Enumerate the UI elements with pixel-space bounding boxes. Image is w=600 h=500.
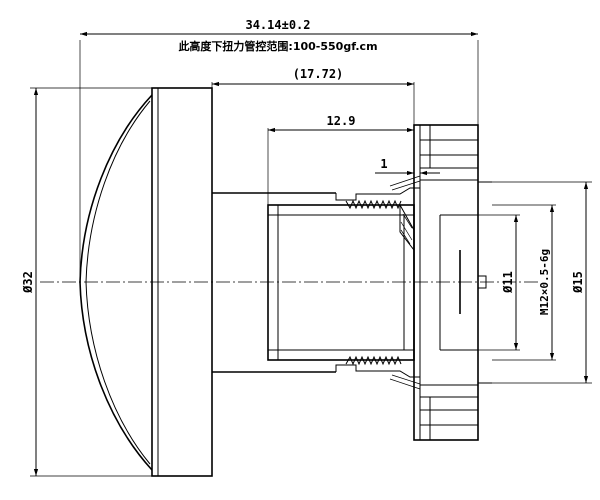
main-body [212, 192, 415, 373]
dimension-step: 1 [375, 157, 440, 188]
thread-spec-label: M12×0.5-6g [538, 249, 551, 315]
front-barrel [151, 87, 213, 477]
dimension-thread-spec: M12×0.5-6g [492, 204, 556, 361]
front-lens-dome [79, 94, 153, 471]
outer-diameter-label: Ø32 [21, 271, 35, 294]
step-label: 1 [380, 157, 387, 171]
flange-diameter-label: Ø15 [571, 271, 585, 294]
dimension-flange-diameter: Ø15 [492, 181, 592, 384]
dimension-ref-length: (17.72) [211, 67, 415, 193]
rear-flange [413, 124, 492, 441]
dimension-outer-diameter: Ø32 [21, 87, 152, 477]
dimension-overall-length: 34.14±0.2 此高度下扭力管控范围:100-550gf.cm [79, 18, 479, 282]
dimension-inner-diameter: Ø11 [478, 214, 520, 351]
thread-length-label: 12.9 [327, 114, 356, 128]
torque-note-label: 此高度下扭力管控范围:100-550gf.cm [178, 39, 377, 53]
thread-top [335, 175, 421, 252]
overall-length-label: 34.14±0.2 [245, 18, 310, 32]
thread-bottom [335, 355, 421, 390]
ref-length-label: (17.72) [293, 67, 344, 81]
inner-diameter-label: Ø11 [501, 271, 515, 294]
dimension-thread-length: 12.9 [267, 114, 415, 205]
